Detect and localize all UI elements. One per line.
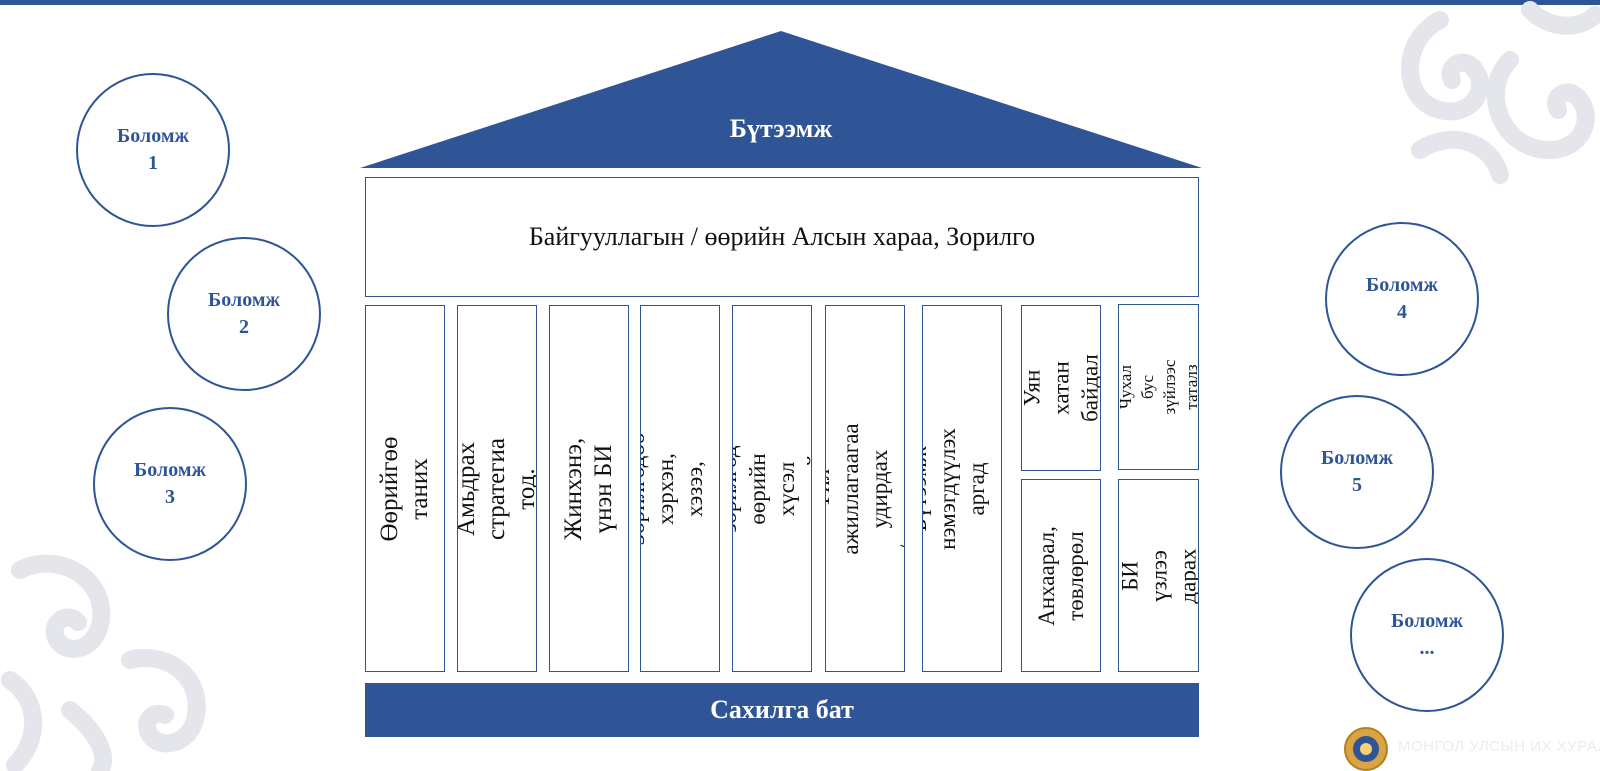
roof-title: Бүтээмж	[729, 114, 833, 143]
pillar-2: Амьдрах стратегиа тод.	[457, 305, 537, 672]
ornament-bottom-left-icon	[1, 554, 206, 771]
opportunity-number: 4	[1397, 301, 1407, 323]
pillar-3: Жинхэнэ, үнэн БИ	[549, 305, 629, 672]
opportunity-number: 1	[148, 152, 158, 174]
pillar-9-top: Чухал бус зүйлээс таталз	[1118, 304, 1199, 470]
opportunity-label: Боломж	[1366, 274, 1438, 296]
roof-triangle	[360, 31, 1202, 168]
pillar-text: Үйл ажиллагаагаа удирдах / цаг хугацаа	[825, 422, 905, 555]
opportunity-label: Боломж	[134, 459, 206, 481]
pillar-text: Зорилгодоо хэрхэн, хэзээ, яаж….	[640, 432, 720, 545]
pillar-text: Өөрийгөө таних	[376, 435, 433, 542]
top-accent-bar	[0, 0, 1600, 5]
opportunity-label: Боломж	[1321, 447, 1393, 469]
pillar-6: Үйл ажиллагаагаа удирдах / цаг хугацаа	[825, 305, 905, 672]
pillar-text: Анхаарал, төвлөрөл	[1034, 525, 1088, 626]
pillar-text: Бүтээмж нэмэгдүүлэх аргад суралцах	[922, 427, 1002, 550]
pillar-text: Амьдрах стратегиа тод.	[457, 437, 537, 540]
foundation-base: Сахилга бат	[365, 683, 1199, 737]
pillar-8-top: Уян хатан байдал	[1021, 305, 1101, 471]
opportunity-circle-3: Боломж 3	[93, 407, 247, 561]
opportunity-label: Боломж	[208, 289, 280, 311]
opportunity-circle-1: Боломж 1	[76, 73, 230, 227]
vision-text: Байгууллагын / өөрийн Алсын хараа, Зорил…	[528, 222, 1036, 251]
pillar-text: БИ үзлээ дарах	[1118, 547, 1199, 604]
opportunity-number: 5	[1352, 474, 1362, 496]
opportunity-number: ...	[1419, 637, 1435, 659]
pillar-7: Бүтээмж нэмэгдүүлэх аргад суралцах	[922, 305, 1002, 672]
org-name-watermark: МОНГОЛ УЛСЫН ИХ ХУРАЛ	[1398, 738, 1600, 755]
pillar-text: Уян хатан байдал	[1021, 354, 1101, 422]
opportunity-circle-4: Боломж 4	[1325, 222, 1479, 376]
foundation-text: Сахилга бат	[710, 695, 854, 724]
ornament-top-right-icon	[1401, 1, 1600, 184]
pillar-text: Чухал бус зүйлээс таталз	[1118, 359, 1199, 415]
pillar-5: Б/зорилгод өөрийн хүсэл зоригийг нэтгэх	[732, 305, 812, 672]
pillar-9-bottom: БИ үзлээ дарах	[1118, 479, 1199, 672]
pillar-text: Б/зорилгод өөрийн хүсэл зоригийг нэтгэх	[732, 444, 812, 533]
opportunity-number: 2	[239, 316, 249, 338]
state-emblem-icon	[1344, 727, 1388, 771]
vision-banner: Байгууллагын / өөрийн Алсын хараа, Зорил…	[365, 177, 1199, 297]
opportunity-circle-5: Боломж 5	[1280, 395, 1434, 549]
opportunity-circle-more: Боломж ...	[1350, 558, 1504, 712]
opportunity-label: Боломж	[1391, 610, 1463, 632]
pillar-4: Зорилгодоо хэрхэн, хэзээ, яаж….	[640, 305, 720, 672]
pillar-1: Өөрийгөө таних	[365, 305, 445, 672]
opportunity-circle-2: Боломж 2	[167, 237, 321, 391]
opportunity-label: Боломж	[117, 125, 189, 147]
pillar-8-bottom: Анхаарал, төвлөрөл	[1021, 479, 1101, 672]
pillar-text: Жинхэнэ, үнэн БИ	[560, 437, 617, 540]
opportunity-number: 3	[165, 486, 175, 508]
